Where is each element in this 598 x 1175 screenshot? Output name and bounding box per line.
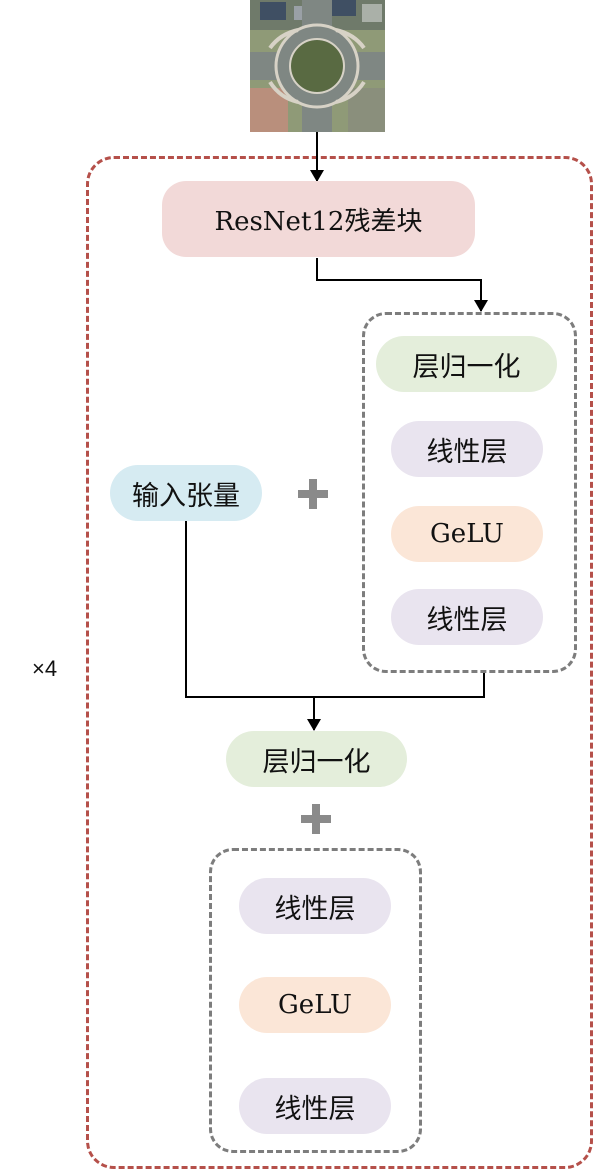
input-tensor-node: 输入张量 (110, 465, 262, 521)
resnet12-residual-block: ResNet12残差块 (162, 181, 475, 257)
roundabout-aerial-photo-icon (250, 0, 385, 132)
repeat-count-label: ×4 (32, 656, 58, 681)
branch-bottom-linear-2: 线性层 (239, 1078, 391, 1134)
mlp-branch-frame (209, 848, 422, 1153)
input-aerial-image (250, 0, 385, 132)
branch-top-linear-2: 线性层 (391, 589, 543, 645)
arrow-resnet-to-branch (316, 258, 488, 312)
branch-top-layer-norm: 层归一化 (376, 336, 557, 392)
branch-top-linear-1: 线性层 (391, 421, 543, 477)
outer-repeat-block (86, 156, 593, 1169)
attention-branch-frame (362, 312, 577, 673)
line-input-to-merge (185, 520, 485, 698)
merge-layer-norm: 层归一化 (226, 731, 407, 787)
branch-bottom-gelu: GeLU (239, 977, 391, 1033)
branch-top-gelu: GeLU (391, 506, 543, 562)
plus-icon (301, 804, 331, 834)
plus-icon (298, 479, 328, 509)
branch-bottom-linear-1: 线性层 (239, 878, 391, 934)
